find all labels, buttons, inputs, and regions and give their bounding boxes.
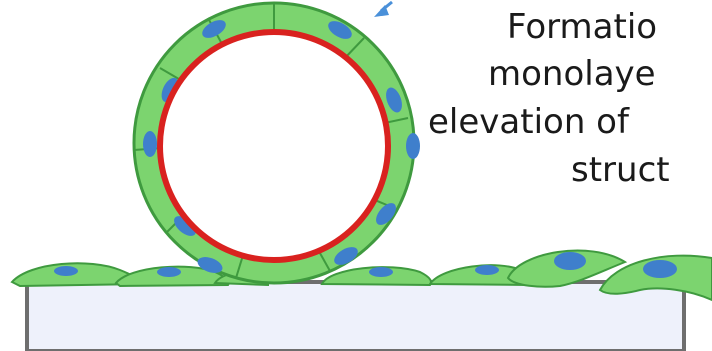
lumen (160, 32, 388, 260)
substrate (27, 282, 684, 351)
pointer-arrow (374, 2, 392, 17)
caption-line-4: struct (571, 151, 670, 189)
caption-line-3: elevation of (428, 103, 629, 141)
nucleus (143, 131, 157, 157)
caption-line-1: Formatio (507, 8, 657, 46)
cyst-structure (134, 3, 420, 283)
nucleus (157, 267, 181, 277)
nucleus (406, 133, 420, 159)
nucleus (554, 252, 586, 270)
caption-line-2: monolaye (488, 55, 656, 93)
nucleus (475, 265, 499, 275)
nucleus (54, 266, 78, 276)
nucleus (369, 267, 393, 277)
nucleus (643, 260, 677, 278)
